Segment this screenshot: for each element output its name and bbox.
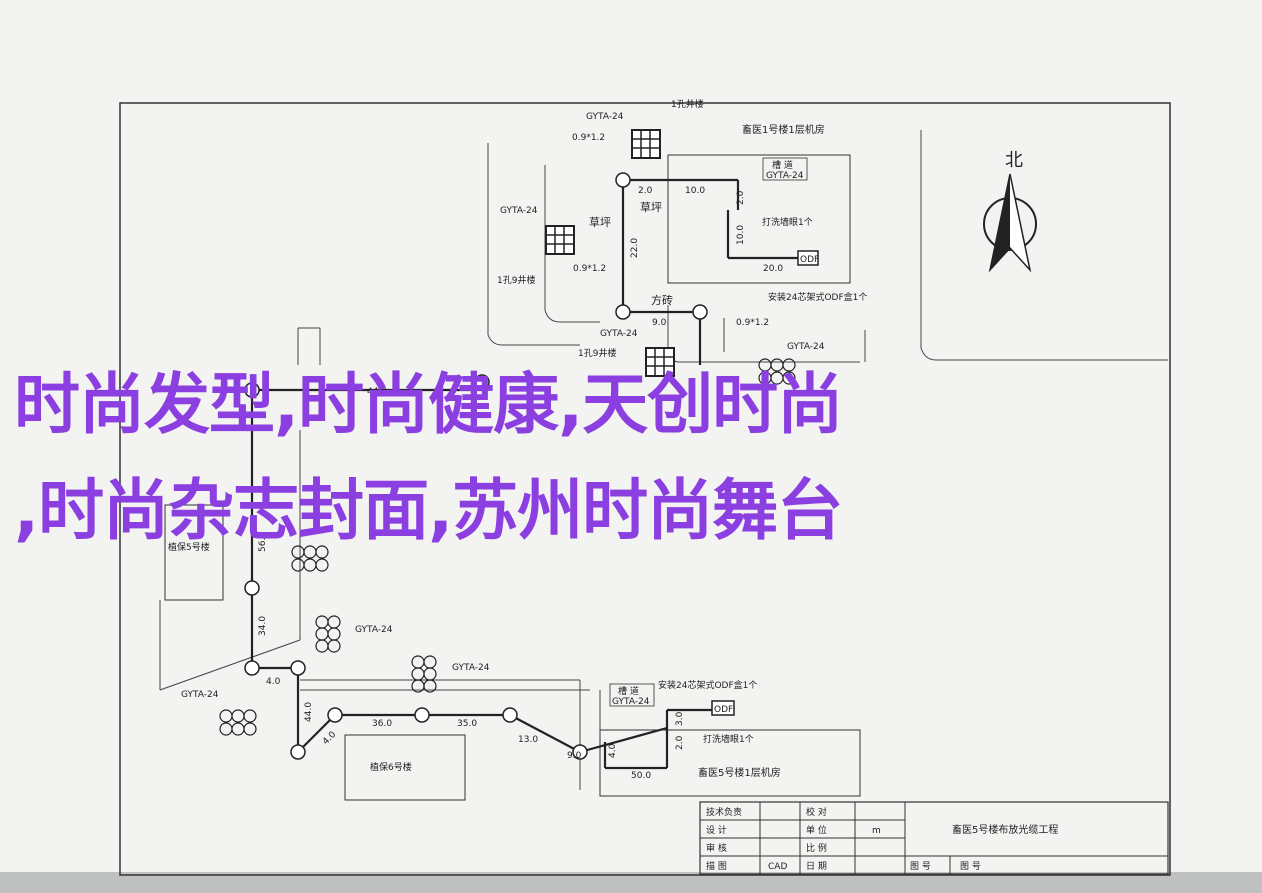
duct-cluster-left-low (315, 615, 341, 653)
overlay-title-line-2: ,时尚杂志封面,苏州时尚舞台 (14, 472, 843, 549)
drawing-frame (119, 102, 1171, 876)
duct-cluster-right (758, 358, 796, 385)
project-title: 畜医5号楼布放光缆工程 (952, 823, 1058, 836)
svg-text:36.0: 36.0 (372, 719, 392, 729)
odf-box-top: ODF (797, 250, 819, 266)
svg-text:槽 道: 槽 道 (772, 159, 793, 171)
svg-text:GYTA-24: GYTA-24 (787, 342, 825, 352)
svg-text:2.0: 2.0 (638, 186, 653, 196)
building-bottom-right-label: 畜医5号楼1层机房 (698, 766, 781, 779)
svg-text:9.0: 9.0 (567, 751, 582, 761)
svg-text:50.0: 50.0 (631, 771, 651, 781)
svg-text:44.0: 44.0 (367, 387, 387, 397)
svg-text:0.9*1.2: 0.9*1.2 (572, 133, 605, 143)
title-block: 技术负责 校 对 设 计 单 位 m 审 核 比 例 描 图 CAD 日 期 畜… (699, 801, 1169, 875)
north-arrow: 北 (983, 150, 1037, 273)
building-bottom-right: 畜医5号楼1层机房 (599, 729, 861, 797)
svg-text:GYTA-24: GYTA-24 (600, 329, 638, 339)
building-top-right: 畜医1号楼1层机房 (667, 123, 851, 284)
building-bottom-left: 植保6号楼 (344, 734, 466, 801)
svg-text:2.0: 2.0 (736, 190, 746, 205)
building-middle-left: 植保5号楼 (164, 504, 224, 601)
trunking-label-bottom: 槽 道 GYTA-24 (609, 683, 655, 707)
svg-text:10.0: 10.0 (736, 225, 746, 245)
svg-text:9.0: 9.0 (652, 318, 667, 328)
duct-cluster-center-low (411, 655, 437, 693)
svg-text:GYTA-24: GYTA-24 (586, 112, 624, 122)
svg-text:35.0: 35.0 (457, 719, 477, 729)
svg-text:安装24芯架式ODF盒1个: 安装24芯架式ODF盒1个 (658, 679, 757, 691)
svg-text:图 号: 图 号 (960, 861, 981, 872)
svg-text:13.0: 13.0 (518, 735, 538, 745)
svg-text:打洗墙眼1个: 打洗墙眼1个 (703, 733, 754, 745)
duct-cluster-left-mid (291, 545, 329, 572)
svg-text:1孔9井楼: 1孔9井楼 (578, 347, 616, 359)
svg-text:草坪: 草坪 (640, 201, 662, 214)
svg-text:技术负责: 技术负责 (706, 806, 742, 818)
svg-text:方砖: 方砖 (651, 293, 673, 307)
svg-text:2.0: 2.0 (675, 735, 685, 750)
svg-text:34.0: 34.0 (258, 616, 268, 636)
svg-text:校 对: 校 对 (806, 806, 827, 818)
manhole-grid-center (645, 347, 675, 377)
svg-text:草坪: 草坪 (589, 216, 611, 229)
trunking-label-top: 槽 道 GYTA-24 (762, 157, 808, 181)
svg-text:m: m (872, 826, 881, 836)
svg-text:4.0: 4.0 (608, 743, 618, 758)
manhole-grid-top (631, 129, 661, 159)
svg-text:GYTA-24: GYTA-24 (355, 625, 393, 635)
svg-text:ODF: ODF (800, 255, 819, 265)
building-middle-left-label: 植保5号楼 (168, 541, 210, 553)
svg-text:GYTA-24: GYTA-24 (500, 206, 538, 216)
svg-text:GYTA-24: GYTA-24 (181, 690, 219, 700)
svg-text:22.0: 22.0 (630, 238, 640, 258)
svg-text:ODF: ODF (714, 705, 733, 715)
svg-text:GYTA-24: GYTA-24 (766, 171, 804, 181)
building-bottom-left-label: 植保6号楼 (370, 761, 412, 773)
svg-text:设 计: 设 计 (706, 824, 727, 836)
overlay-title-line-1: 时尚发型,时尚健康,天创时尚 (14, 366, 843, 443)
svg-text:比 例: 比 例 (806, 842, 827, 854)
svg-text:描 图: 描 图 (706, 860, 727, 872)
svg-text:审 核: 审 核 (706, 842, 727, 854)
svg-text:单 位: 单 位 (806, 824, 827, 836)
svg-text:20.0: 20.0 (763, 264, 783, 274)
svg-text:10.0: 10.0 (685, 186, 705, 196)
svg-text:GYTA-24: GYTA-24 (452, 663, 490, 673)
svg-text:1孔9井楼: 1孔9井楼 (497, 274, 535, 286)
svg-text:槽 道: 槽 道 (618, 685, 639, 697)
svg-text:安装24芯架式ODF盒1个: 安装24芯架式ODF盒1个 (768, 291, 867, 303)
junction-nodes (244, 172, 708, 760)
odf-box-bottom: ODF (711, 700, 735, 716)
svg-text:打洗墙眼1个: 打洗墙眼1个 (762, 216, 813, 228)
svg-text:图 号: 图 号 (910, 861, 931, 872)
duct-cluster-bottom-left (219, 709, 257, 736)
svg-text:GYTA-24: GYTA-24 (612, 697, 650, 707)
svg-text:44.0: 44.0 (304, 702, 314, 722)
drawing-labels: GYTA-24 1孔井楼 0.9*1.2 草坪 草坪 2.0 10.0 GYTA… (181, 98, 867, 781)
svg-text:日 期: 日 期 (806, 861, 827, 872)
svg-text:CAD: CAD (768, 862, 787, 872)
svg-text:0.9*1.2: 0.9*1.2 (736, 318, 769, 328)
svg-text:56.0: 56.0 (258, 532, 268, 552)
svg-text:4.0: 4.0 (266, 677, 281, 687)
bottom-shadow (0, 872, 1262, 893)
building-top-right-label: 畜医1号楼1层机房 (742, 123, 825, 136)
north-label: 北 (1005, 150, 1023, 171)
svg-text:3.0: 3.0 (675, 711, 685, 726)
manhole-grid-left (545, 225, 575, 255)
svg-text:1孔井楼: 1孔井楼 (671, 98, 704, 110)
svg-text:0.9*1.2: 0.9*1.2 (573, 264, 606, 274)
